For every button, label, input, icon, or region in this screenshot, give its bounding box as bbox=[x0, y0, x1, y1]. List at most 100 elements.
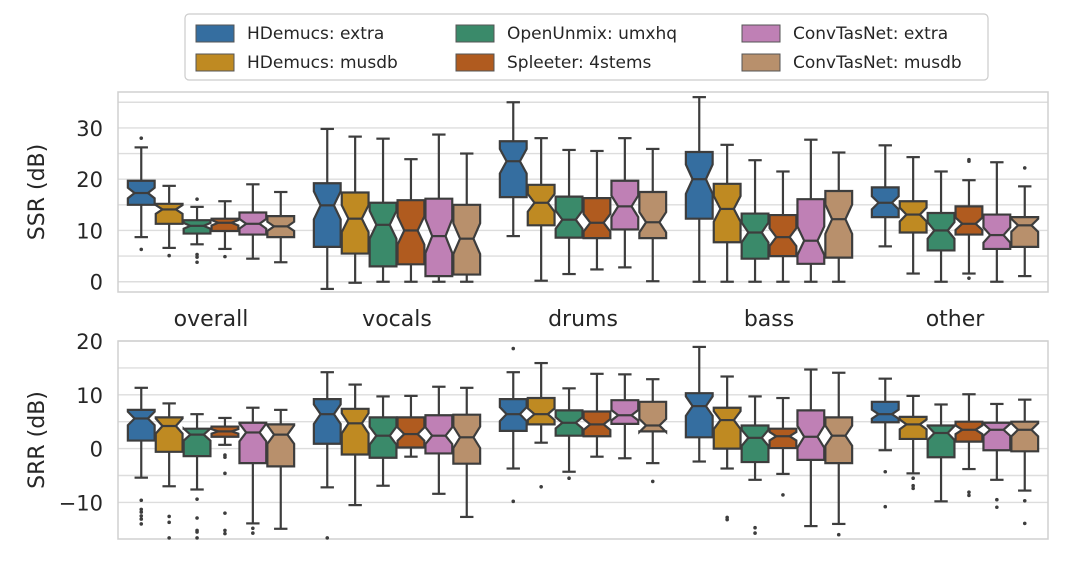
y-tick-label: 20 bbox=[76, 330, 103, 354]
outlier-point bbox=[753, 525, 757, 530]
box-openunmix-umxhq-vocals bbox=[368, 137, 398, 283]
box-openunmix-umxhq-bass bbox=[740, 395, 770, 535]
box-body bbox=[684, 150, 714, 220]
box-hdemucs-extra-drums bbox=[498, 101, 528, 238]
box-body bbox=[554, 195, 584, 239]
box-body bbox=[982, 421, 1012, 452]
outlier-point bbox=[223, 471, 227, 476]
box-convtasnet-musdb-vocals bbox=[452, 386, 482, 519]
y-tick-label: 30 bbox=[76, 117, 103, 141]
outlier-point bbox=[167, 514, 171, 519]
plot-frame bbox=[117, 340, 1049, 540]
box-body bbox=[210, 217, 240, 233]
box-body bbox=[154, 202, 184, 225]
box-body bbox=[154, 416, 184, 453]
box-convtasnet-musdb-vocals bbox=[452, 152, 482, 283]
box-body bbox=[498, 140, 528, 199]
box-convtasnet-musdb-overall bbox=[266, 408, 296, 530]
box-body bbox=[638, 400, 668, 435]
outlier-point bbox=[139, 517, 144, 521]
legend-swatch bbox=[741, 53, 781, 72]
box-body bbox=[870, 400, 900, 424]
outlier-point bbox=[911, 486, 915, 491]
legend-label: ConvTasNet: musdb bbox=[793, 53, 962, 73]
outlier-point bbox=[223, 254, 227, 259]
box-hdemucs-extra-vocals bbox=[312, 127, 342, 291]
box-hdemucs-musdb-drums bbox=[526, 137, 556, 282]
outlier-point bbox=[223, 528, 227, 533]
outlier-point bbox=[195, 197, 199, 201]
outlier-point bbox=[223, 455, 227, 460]
outlier-point bbox=[223, 511, 227, 515]
box-hdemucs-extra-drums bbox=[498, 346, 528, 504]
box-body bbox=[638, 190, 668, 240]
outlier-point bbox=[139, 514, 144, 518]
outlier-point bbox=[995, 497, 999, 502]
outlier-point bbox=[139, 510, 144, 514]
box-openunmix-umxhq-vocals bbox=[368, 395, 398, 487]
box-body bbox=[926, 211, 956, 252]
outlier-point bbox=[883, 469, 888, 474]
outlier-point bbox=[511, 499, 516, 504]
outlier-point bbox=[325, 536, 330, 540]
box-convtasnet-musdb-other bbox=[1010, 398, 1040, 526]
box-hdemucs-musdb-bass bbox=[712, 143, 742, 283]
box-hdemucs-musdb-other bbox=[898, 394, 928, 491]
box-body bbox=[982, 213, 1012, 251]
box-hdemucs-musdb-overall bbox=[154, 402, 184, 540]
box-hdemucs-extra-overall bbox=[126, 136, 156, 252]
y-axis-label: SSR (dB) bbox=[25, 144, 50, 240]
box-hdemucs-musdb-other bbox=[898, 156, 928, 275]
legend-label: HDemucs: musdb bbox=[247, 53, 398, 73]
box-body bbox=[740, 424, 770, 464]
legend-swatch bbox=[195, 24, 235, 43]
box-body bbox=[898, 415, 928, 441]
y-axis-label: SRR (dB) bbox=[25, 391, 50, 489]
box-spleeter-4stems-overall bbox=[210, 416, 240, 536]
box-spleeter-4stems-drums bbox=[582, 372, 612, 458]
outlier-point bbox=[195, 497, 199, 501]
box-body bbox=[396, 199, 426, 266]
outlier-point bbox=[195, 536, 199, 540]
box-body bbox=[340, 191, 370, 255]
outlier-point bbox=[911, 483, 915, 488]
outlier-point bbox=[195, 530, 199, 534]
box-body bbox=[1010, 420, 1040, 453]
legend-swatch bbox=[455, 24, 495, 43]
outlier-point bbox=[967, 276, 971, 280]
box-body bbox=[312, 182, 342, 248]
box-hdemucs-extra-vocals bbox=[312, 371, 342, 540]
box-body bbox=[768, 213, 798, 258]
outlier-point bbox=[753, 531, 757, 535]
box-body bbox=[424, 197, 454, 278]
box-body bbox=[1010, 216, 1040, 248]
y-tick-label: 0 bbox=[90, 271, 103, 295]
box-body bbox=[740, 212, 770, 260]
x-tick-label: overall bbox=[174, 307, 249, 332]
y-tick-label: −10 bbox=[59, 491, 103, 515]
box-spleeter-4stems-other bbox=[954, 157, 984, 280]
legend-swatch bbox=[455, 53, 495, 72]
outlier-point bbox=[539, 485, 543, 489]
outlier-point bbox=[836, 532, 841, 537]
box-spleeter-4stems-bass bbox=[768, 170, 798, 283]
box-convtasnet-musdb-other bbox=[1010, 166, 1040, 278]
legend-label: OpenUnmix: umxhq bbox=[507, 24, 677, 44]
outlier-point bbox=[1022, 166, 1027, 170]
box-hdemucs-extra-overall bbox=[126, 386, 156, 526]
box-openunmix-umxhq-overall bbox=[182, 197, 212, 265]
outlier-point bbox=[139, 507, 144, 512]
box-hdemucs-musdb-vocals bbox=[340, 135, 370, 284]
outlier-point bbox=[223, 531, 227, 536]
outlier-point bbox=[995, 505, 999, 510]
outlier-point bbox=[251, 531, 255, 535]
box-hdemucs-extra-other bbox=[870, 144, 900, 248]
box-body bbox=[582, 197, 612, 240]
box-convtasnet-extra-bass bbox=[796, 138, 826, 283]
box-body bbox=[238, 421, 268, 465]
box-body bbox=[396, 416, 426, 449]
box-convtasnet-extra-other bbox=[982, 402, 1012, 510]
